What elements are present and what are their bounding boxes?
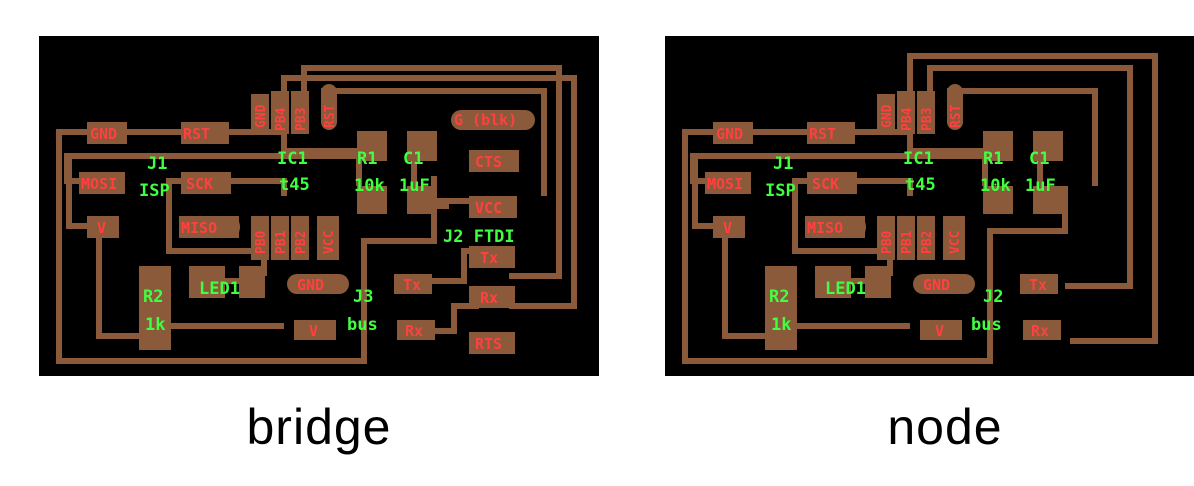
part-c1-value: 1uF	[1025, 176, 1056, 196]
pin-vcc: VCC	[948, 231, 963, 254]
pin-pb4: PB4	[900, 107, 915, 131]
part-t45: t45	[279, 175, 310, 195]
pad-tx-bus: Tx	[403, 276, 421, 294]
pad-gnd-left: GND	[90, 125, 117, 143]
pad-gnd-bus: GND	[297, 276, 324, 294]
bridge-pcb-layout: GND RST MOSI SCK V MISO G (blk) CTS VCC …	[56, 65, 577, 364]
part-r1-value: 10k	[354, 176, 385, 196]
pin-rst: RST	[949, 104, 964, 128]
pad-cts: CTS	[475, 153, 502, 171]
node-pcb-layout: GND RST MOSI SCK V MISO GND Tx Rx V GND …	[682, 53, 1158, 364]
part-c1: C1	[1029, 149, 1049, 169]
part-t45: t45	[905, 175, 936, 195]
part-r1-value: 10k	[980, 176, 1011, 196]
part-r2-value: 1k	[771, 315, 791, 335]
pin-gnd: GND	[880, 104, 895, 128]
pad-tx-bus: Tx	[1029, 276, 1047, 294]
pad-v: V	[723, 219, 732, 237]
pin-pb3: PB3	[294, 108, 309, 131]
pin-pb3: PB3	[920, 108, 935, 131]
part-j2-ftdi: J2 FTDI	[443, 227, 515, 247]
pad-mosi: MOSI	[81, 175, 117, 193]
pin-pb0: PB0	[880, 230, 895, 254]
part-c1-value: 1uF	[399, 176, 430, 196]
part-j1: J1	[773, 154, 793, 174]
node-pad-labels: GND RST MOSI SCK V MISO GND Tx Rx V GND …	[707, 104, 1049, 340]
part-r2: R2	[143, 287, 163, 307]
node-part-labels: J1 ISP IC1 t45 R1 10k C1 1uF LED1 R2 1k …	[765, 149, 1056, 335]
pad-gnd-left: GND	[716, 125, 743, 143]
pad-rts: RTS	[475, 335, 502, 353]
part-r1: R1	[983, 149, 1003, 169]
pad-sck: SCK	[812, 175, 839, 193]
part-isp: ISP	[139, 181, 170, 201]
part-led1: LED1	[825, 279, 866, 299]
pad-miso: MISO	[807, 219, 843, 237]
node-board: GND RST MOSI SCK V MISO GND Tx Rx V GND …	[665, 36, 1194, 376]
pad-rx-bus: Rx	[405, 322, 423, 340]
pin-pb2: PB2	[294, 231, 309, 254]
part-led1: LED1	[199, 279, 240, 299]
part-r2-value: 1k	[145, 315, 165, 335]
pin-pb0: PB0	[254, 230, 269, 254]
part-ic1: IC1	[277, 149, 308, 169]
part-r1: R1	[357, 149, 377, 169]
pad-g-blk: G (blk)	[454, 111, 517, 129]
pad-rst: RST	[809, 125, 836, 143]
bridge-pad-labels: GND RST MOSI SCK V MISO G (blk) CTS VCC …	[81, 104, 517, 353]
part-bus: bus	[971, 315, 1002, 335]
part-j2: J2	[983, 287, 1003, 307]
pad-rx-ftdi: Rx	[480, 289, 498, 307]
bridge-pads	[79, 84, 535, 354]
pin-vcc: VCC	[322, 231, 337, 254]
pad-v-bus: V	[935, 322, 944, 340]
caption-bridge: bridge	[246, 399, 392, 455]
part-r2: R2	[769, 287, 789, 307]
part-isp: ISP	[765, 181, 796, 201]
part-j3: J3	[353, 287, 373, 307]
pad-vcc: VCC	[475, 199, 502, 217]
pad-gnd-bus: GND	[923, 276, 950, 294]
bridge-part-labels: J1 ISP IC1 t45 R1 10k C1 1uF J2 FTDI LED…	[139, 149, 515, 335]
pad-v: V	[97, 219, 106, 237]
pad-v-bus: V	[309, 322, 318, 340]
part-bus: bus	[347, 315, 378, 335]
pad-miso: MISO	[181, 219, 217, 237]
pin-pb1: PB1	[900, 230, 915, 254]
part-c1: C1	[403, 149, 423, 169]
pin-pb4: PB4	[274, 107, 289, 131]
pin-rst: RST	[323, 104, 338, 128]
pad-mosi: MOSI	[707, 175, 743, 193]
caption-node: node	[887, 399, 1003, 455]
pin-pb1: PB1	[274, 230, 289, 254]
pad-rx-bus: Rx	[1031, 322, 1049, 340]
pin-gnd: GND	[254, 104, 269, 128]
bridge-board: GND RST MOSI SCK V MISO G (blk) CTS VCC …	[39, 36, 599, 376]
pad-sck: SCK	[186, 175, 213, 193]
pad-tx-ftdi: Tx	[480, 249, 498, 267]
part-ic1: IC1	[903, 149, 934, 169]
part-j1: J1	[147, 154, 167, 174]
node-pads	[705, 84, 1063, 350]
pad-rst: RST	[183, 125, 210, 143]
pin-pb2: PB2	[920, 231, 935, 254]
